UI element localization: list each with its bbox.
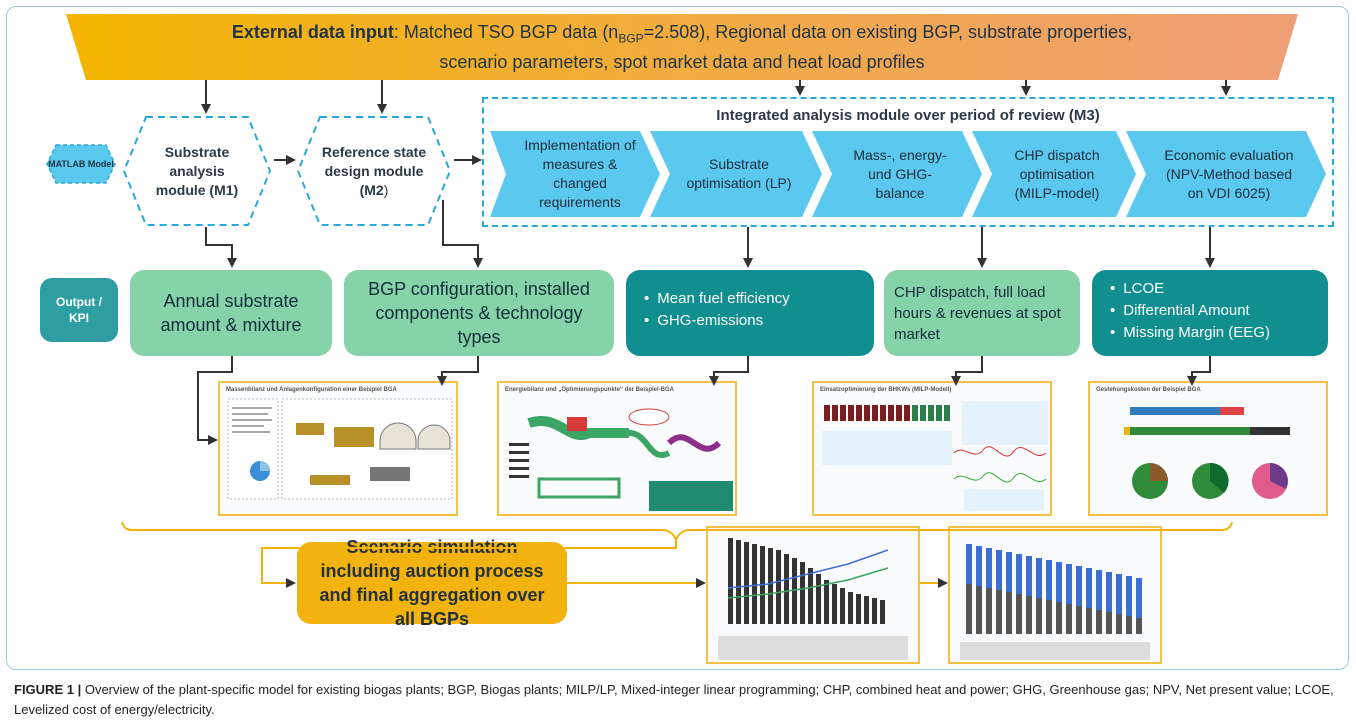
thumbnail-chp-dispatch: Einsatzoptimierung der BHKWs (MILP-Model… <box>812 381 1052 516</box>
m3-step-balance: Mass-, energy- und GHG-balance <box>812 131 982 217</box>
output-kpi-tag: Output / KPI <box>40 278 118 342</box>
m3-step-economic-label: Economic evaluation (NPV-Method based on… <box>1164 146 1294 201</box>
output-differential-item: Differential Amount <box>1110 300 1328 322</box>
banner-bold-lead: External data input <box>231 21 394 42</box>
thumbnail-lcoe-title: Gestehungskosten der Beispiel BGA <box>1096 387 1201 393</box>
thumbnail-chp-dispatch-title: Einsatzoptimierung der BHKWs (MILP-Model… <box>820 387 952 393</box>
scenario-label: Scenario simulation including auction pr… <box>319 537 545 629</box>
output-kpi-label: Output / KPI <box>56 295 102 325</box>
matlab-model-tag: MATLAB Model <box>46 144 116 184</box>
thumbnail-lcoe: Gestehungskosten der Beispiel BGA <box>1088 381 1328 516</box>
thumbnail-energy-balance: Energiebilanz und „Optimierungspunkte“ d… <box>497 381 737 516</box>
output-ghg-item: GHG-emissions <box>644 310 874 332</box>
module-m2-label-tail: ) <box>383 181 389 198</box>
thumbnail-scenario-chart-1-graphic <box>718 538 908 660</box>
thumbnail-energy-balance-title: Energiebilanz und „Optimierungspunkte“ d… <box>505 387 675 393</box>
output-efficiency: Mean fuel efficiency GHG-emissions <box>626 270 874 356</box>
module-m1: Substrate analysis module (M1) <box>122 115 272 227</box>
output-config-label: BGP configuration, installed components … <box>368 279 590 347</box>
m3-step-economic: Economic evaluation (NPV-Method based on… <box>1126 131 1326 217</box>
module-m2: Reference state design module (M2) <box>296 115 452 227</box>
figure-caption: FIGURE 1 | Overview of the plant-specifi… <box>14 680 1344 720</box>
caption-label: FIGURE 1 | <box>14 682 82 697</box>
module-m3-title: Integrated analysis module over period o… <box>716 107 1100 124</box>
output-economics: LCOE Differential Amount Missing Margin … <box>1092 270 1328 356</box>
output-efficiency-item: Mean fuel efficiency <box>644 288 874 310</box>
thumbnail-chp-dispatch-graphic <box>822 401 1048 511</box>
module-m1-label: Substrate analysis module (M1) <box>155 143 239 198</box>
module-m2-label: Reference state design module (M2 <box>321 143 427 198</box>
thumbnail-scenario-chart-2-graphic <box>960 544 1150 660</box>
caption-text: Overview of the plant-specific model for… <box>14 682 1334 717</box>
m3-step-substrate-label: Substrate optimisation (LP) <box>686 156 792 191</box>
m3-step-chp-label: CHP dispatch optimisation (MILP-model) <box>1014 146 1100 201</box>
m3-step-measures: Implementation of measures & changed req… <box>490 131 660 217</box>
thumbnail-scenario-chart-1 <box>706 526 920 664</box>
banner-line1: : Matched TSO BGP data (n <box>393 21 619 42</box>
module-m3-box <box>482 97 1334 227</box>
banner-shape <box>66 14 1298 80</box>
thumbnail-mass-balance-graphic <box>227 398 453 500</box>
m3-step-measures-label: Implementation of measures & changed req… <box>524 137 636 210</box>
m3-step-chp: CHP dispatch optimisation (MILP-model) <box>972 131 1136 217</box>
thumbnail-energy-balance-graphic <box>509 408 733 511</box>
m3-step-substrate: Substrate optimisation (LP) <box>650 131 822 217</box>
output-annual-label: Annual substrate amount & mixture <box>160 291 302 335</box>
external-data-banner: External data input: Matched TSO BGP dat… <box>66 14 1298 80</box>
output-annual-substrate: Annual substrate amount & mixture <box>130 270 332 356</box>
thumbnail-mass-balance-title: Massenbilanz und Anlagenkonfiguration ei… <box>226 387 397 393</box>
output-lcoe-item: LCOE <box>1110 278 1328 300</box>
thumbnail-scenario-chart-2 <box>948 526 1162 664</box>
figure-frame <box>6 6 1349 670</box>
thumbnail-lcoe-graphic <box>1124 407 1290 499</box>
banner-line1-tail: =2.508), Regional data on existing BGP, … <box>643 21 1133 42</box>
scenario-simulation-box: Scenario simulation including auction pr… <box>297 537 567 629</box>
output-missing-margin-item: Missing Margin (EEG) <box>1110 322 1328 344</box>
output-bgp-config: BGP configuration, installed components … <box>344 270 614 356</box>
banner-line2: scenario parameters, spot market data an… <box>439 52 925 73</box>
output-dispatch-label: CHP dispatch, full load hours & revenues… <box>894 283 1061 343</box>
matlab-label: MATLAB Model <box>48 158 114 169</box>
banner-subscript: BGP <box>618 31 644 46</box>
m3-step-balance-label: Mass-, energy- und GHG-balance <box>853 146 947 201</box>
thumbnail-mass-balance: Massenbilanz und Anlagenkonfiguration ei… <box>218 381 458 516</box>
output-chp-dispatch: CHP dispatch, full load hours & revenues… <box>884 270 1080 356</box>
